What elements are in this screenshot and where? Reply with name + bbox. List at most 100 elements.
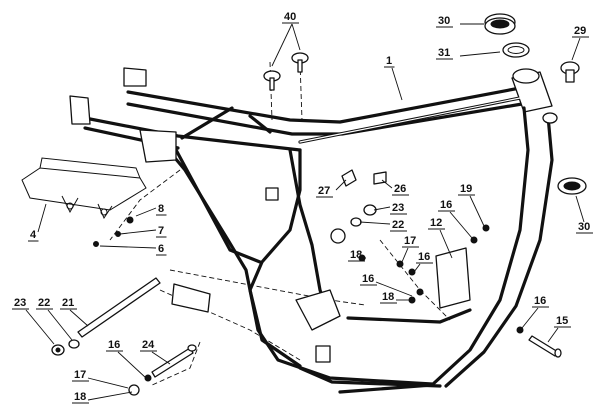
callout-4: 29 [571, 25, 589, 61]
washer-set [51, 339, 80, 356]
callout-27: 24 [140, 339, 171, 365]
callout-16: 12 [428, 217, 453, 259]
motorcycle-frame [69, 61, 558, 394]
bearing-cup-lower [557, 177, 587, 195]
callout-number: 27 [318, 185, 330, 197]
bolt-24 [151, 344, 197, 378]
leader-line [25, 309, 55, 345]
cross-member-2 [248, 114, 272, 134]
leader-line [37, 203, 47, 233]
callout-1: 40 [271, 11, 301, 67]
leader-line [373, 206, 391, 211]
callout-28: 17 [72, 369, 129, 389]
callout-number: 19 [460, 183, 472, 195]
callout-number: 7 [158, 225, 164, 237]
callout-number: 15 [556, 315, 568, 327]
leader-line [135, 207, 157, 217]
leader-line [401, 247, 409, 263]
rear-tab [123, 67, 147, 87]
callout-number: 26 [394, 183, 406, 195]
highlight [299, 97, 521, 143]
head-tube-top [512, 68, 540, 84]
rear-downtube-2 [248, 148, 302, 368]
leader-line [119, 229, 157, 235]
callout-number: 21 [62, 297, 74, 309]
callout-number: 8 [158, 203, 164, 215]
callout-23: 23 [12, 297, 55, 345]
callout-number: 12 [430, 217, 442, 229]
mount-ring [330, 228, 346, 244]
nut-small-set [93, 216, 524, 334]
callout-30: 16 [521, 295, 549, 329]
callout-31: 15 [547, 315, 571, 343]
bearing-ring [502, 42, 530, 58]
top-rail-upper [126, 86, 522, 124]
callout-26: 16 [106, 339, 147, 379]
callout-18: 18 [348, 249, 366, 262]
callout-8: 6 [99, 243, 167, 256]
seat-stay [173, 146, 262, 264]
leader-line [391, 67, 403, 101]
callout-number: 31 [438, 47, 450, 59]
callout-5: 1 [384, 55, 403, 101]
callout-number: 22 [38, 297, 50, 309]
callout-number: 6 [158, 243, 164, 255]
footpeg-bracket [171, 283, 211, 313]
leader-line [151, 351, 171, 365]
callout-17: 17 [401, 235, 419, 263]
clip-27 [341, 169, 357, 187]
callout-number: 29 [574, 25, 586, 37]
callout-number: 17 [404, 235, 416, 247]
callout-number: 16 [418, 251, 430, 263]
callout-10: 27 [316, 179, 347, 198]
callout-number: 16 [534, 295, 546, 307]
callout-number: 23 [392, 202, 404, 214]
leader-line [271, 23, 293, 67]
lower-rail [346, 308, 472, 324]
centre-line-6 [149, 341, 201, 387]
callout-15: 16 [438, 199, 473, 239]
callout-number: 18 [350, 249, 362, 261]
small-bracket [265, 187, 279, 201]
callout-number: 1 [386, 55, 392, 67]
leader-line [449, 211, 473, 239]
callout-2: 30 [436, 15, 484, 28]
cap-bolt-left [263, 70, 281, 91]
gusset-plate [435, 247, 471, 309]
callout-3: 31 [436, 47, 501, 60]
bottom-cradle [298, 366, 442, 388]
callout-29: 18 [72, 391, 133, 404]
leader-line [575, 195, 585, 223]
bolt-15 [528, 335, 562, 358]
lower-tab [315, 345, 331, 363]
callout-24: 22 [36, 297, 73, 341]
callout-number: 22 [392, 219, 404, 231]
leader-line [381, 179, 393, 189]
callout-number: 23 [14, 297, 26, 309]
callout-20: 16 [360, 273, 413, 297]
bracket-assembly [21, 157, 147, 220]
leader-line [47, 309, 73, 341]
plug-29 [560, 61, 580, 83]
callout-14: 19 [458, 183, 485, 227]
leader-line [69, 309, 89, 327]
callout-21: 18 [380, 291, 410, 304]
leader-line [335, 179, 347, 191]
leader-line [459, 51, 501, 57]
downtube-cap [542, 112, 558, 124]
front-downtube-left [338, 106, 530, 394]
cap-bolt-right [291, 52, 309, 73]
callout-13: 22 [359, 219, 407, 232]
leader-line [359, 221, 391, 225]
callout-number: 4 [30, 229, 37, 241]
callout-number: 18 [74, 391, 86, 403]
callout-7: 7 [119, 225, 167, 238]
rear-subframe-rail [83, 116, 302, 152]
swingarm-plate [139, 129, 177, 163]
leader-line [413, 263, 421, 273]
callout-12: 23 [373, 202, 407, 215]
callout-number: 16 [362, 273, 374, 285]
callout-22: 30 [575, 195, 593, 234]
